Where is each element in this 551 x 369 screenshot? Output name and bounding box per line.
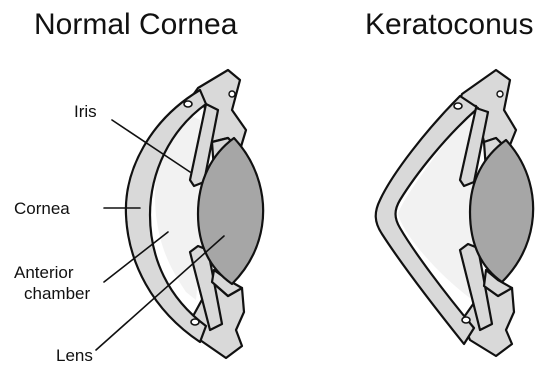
normal-canal-top xyxy=(229,91,235,97)
keratoconus-canal-lower xyxy=(462,317,470,323)
normal-eye-section xyxy=(126,70,263,358)
keratoconus-canal-upper xyxy=(454,103,462,109)
label-iris: Iris xyxy=(74,102,97,121)
label-chamber: chamber xyxy=(24,284,90,303)
keratoconus-canal-top xyxy=(497,91,503,97)
normal-canal-lower xyxy=(191,319,199,325)
label-anterior: Anterior xyxy=(14,263,74,282)
label-lens: Lens xyxy=(56,346,93,365)
normal-canal-upper xyxy=(184,101,192,107)
title-keratoconus: Keratoconus xyxy=(365,8,533,41)
label-cornea: Cornea xyxy=(14,199,70,218)
title-normal-cornea: Normal Cornea xyxy=(34,8,238,41)
keratoconus-eye-section xyxy=(376,70,533,356)
